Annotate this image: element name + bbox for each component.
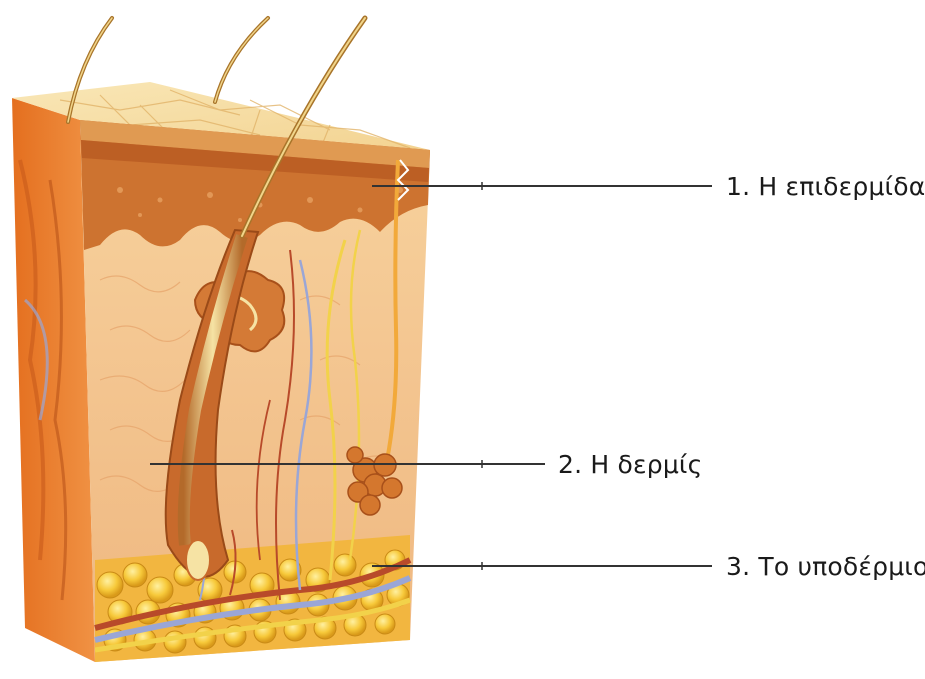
label-epidermis: 1. Η επιδερμίδα bbox=[726, 174, 925, 199]
label-hypodermis: 3. Το υποδέρμιο bbox=[726, 554, 925, 579]
label-dermis: 2. Η δερμίς bbox=[558, 452, 702, 477]
